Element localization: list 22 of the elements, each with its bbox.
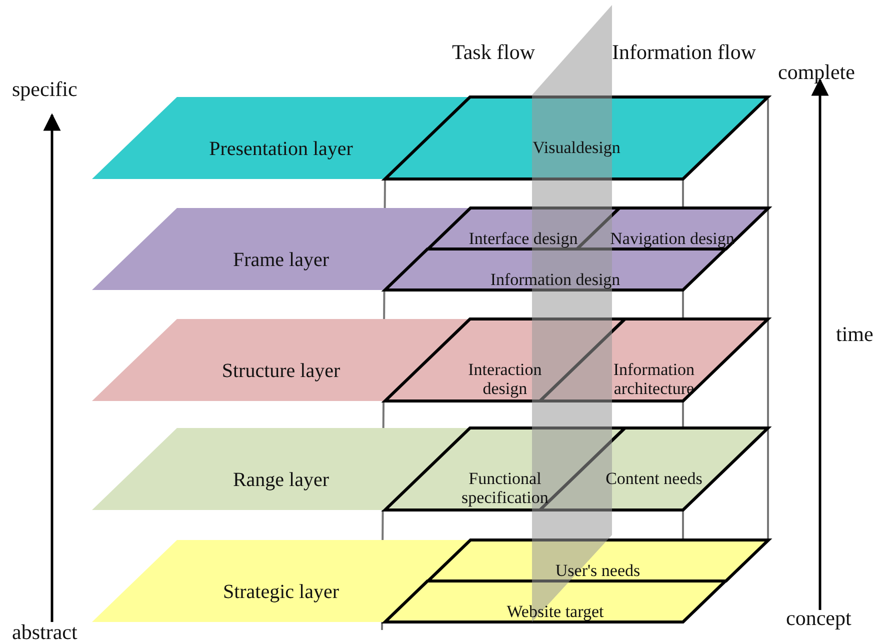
layer-label: Interaction design <box>467 360 543 398</box>
layer-label: Content needs <box>604 469 704 488</box>
axis-label: Task flow <box>452 40 536 65</box>
layer-label: Navigation design <box>609 228 736 248</box>
layer-label: Structure layer <box>220 360 342 382</box>
axis-label: complete <box>778 60 855 85</box>
layer-label: Functional specification <box>460 469 550 508</box>
axis-label: time <box>836 322 874 347</box>
layer-label: User's needs <box>554 560 642 580</box>
layer-label: Visualdesign <box>532 138 622 158</box>
layer-label: Interface design <box>468 228 579 248</box>
layer-label: Strategic layer <box>222 581 340 604</box>
layer-label: Presentation layer <box>208 138 354 160</box>
axis-label: concept <box>786 606 852 631</box>
axis-label: Information flow <box>612 40 756 65</box>
layer-label: Information architecture <box>612 360 696 398</box>
layer-label: Website target <box>506 602 605 621</box>
axis-label: abstract <box>12 620 78 643</box>
layer-label: Range layer <box>232 469 330 492</box>
axis-label: specific <box>12 77 78 102</box>
layer-label: Information design <box>489 270 622 289</box>
layer-label: Frame layer <box>232 249 330 272</box>
